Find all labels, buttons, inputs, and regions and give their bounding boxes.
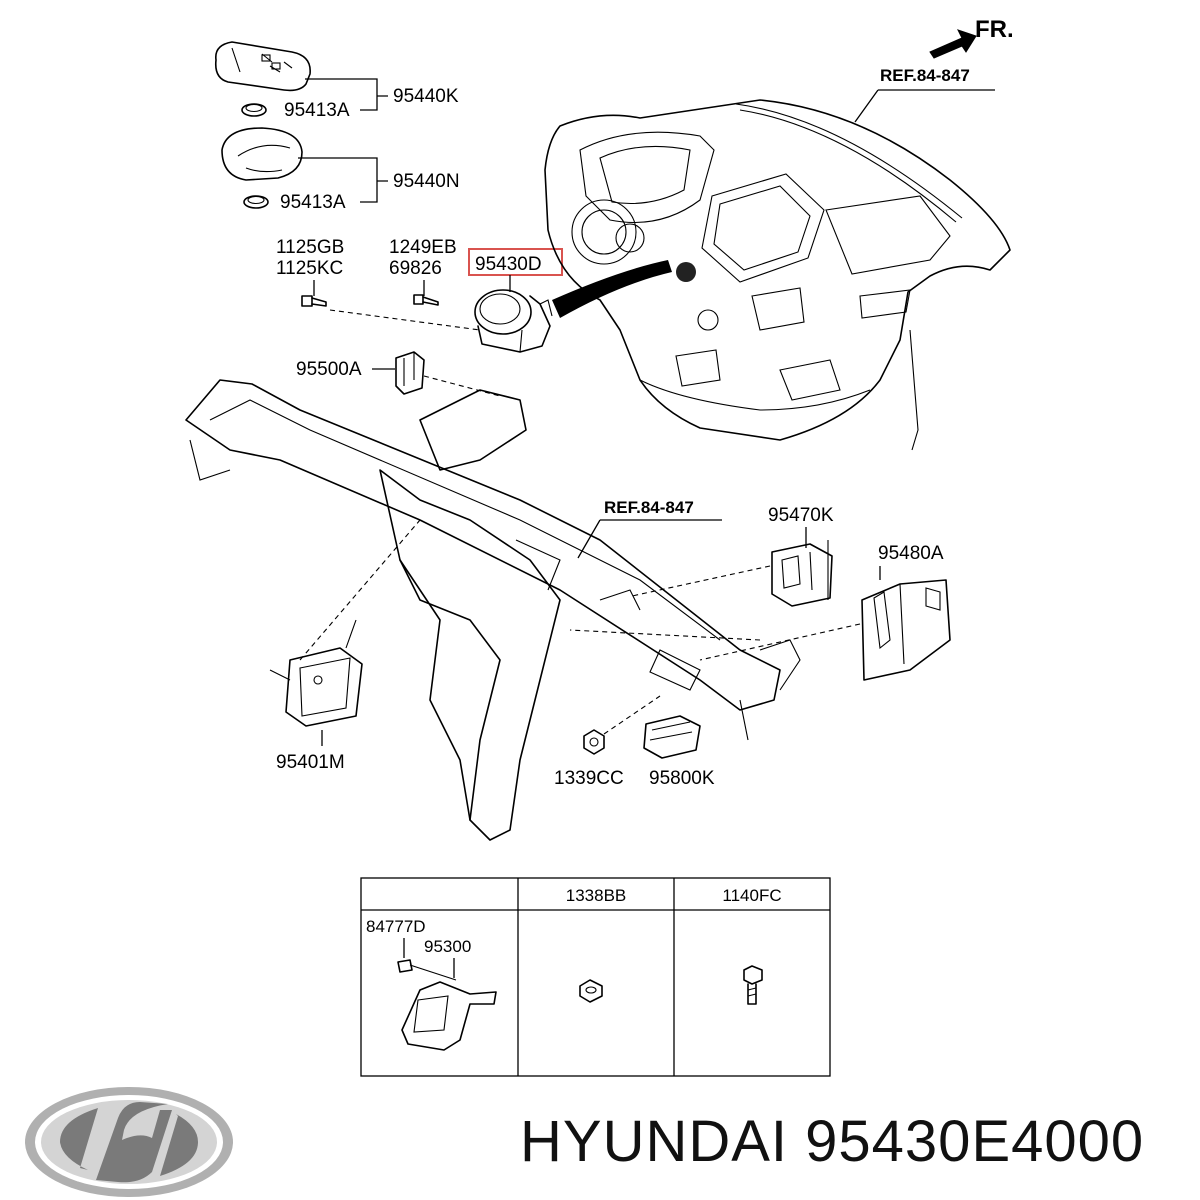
smart-key-round — [221, 127, 303, 181]
label-1125gb: 1125GB — [276, 237, 344, 258]
fr-label: FR. — [975, 16, 1014, 43]
table-header-1338bb: 1338BB — [566, 886, 627, 905]
location-pointer-arrow — [552, 260, 672, 318]
label-95800k: 95800K — [649, 768, 715, 789]
parts-table: 1338BB 1140FC 84777D 95300 — [360, 877, 831, 1077]
label-95413a-1: 95413A — [284, 100, 350, 121]
battery-coin-1 — [241, 103, 267, 117]
label-95401m: 95401M — [276, 752, 345, 773]
front-direction-arrow: FR. — [929, 16, 1014, 59]
start-stop-button-switch — [474, 289, 553, 353]
label-95430d: 95430D — [475, 254, 542, 275]
immobilizer-antenna-95500a — [395, 351, 425, 395]
smart-key-fob — [214, 41, 311, 92]
bolt-1125 — [301, 295, 327, 307]
module-95800k — [643, 715, 701, 759]
table-leaders — [403, 938, 455, 978]
cowl-crossmember-frame — [185, 379, 801, 841]
dashboard-assembly — [544, 99, 1011, 451]
label-1125kc: 1125KC — [276, 258, 343, 279]
leader-95440n — [298, 157, 388, 203]
label-95470k: 95470K — [768, 505, 834, 526]
table-header-1140fc: 1140FC — [722, 886, 781, 905]
label-95440k: 95440K — [393, 86, 459, 107]
dashed-alignment-95470k — [631, 565, 771, 597]
ref-leader-top — [854, 89, 995, 123]
label-1339cc: 1339CC — [554, 768, 624, 789]
dashed-alignment-95480a — [569, 623, 861, 661]
caption-part-number: 95430E4000 — [805, 1109, 1145, 1174]
label-84777d: 84777D — [366, 917, 426, 936]
highlight-box-95430d — [468, 248, 563, 276]
label-95413a-2: 95413A — [280, 192, 346, 213]
ref-leader-mid — [577, 519, 722, 559]
dashed-alignment-95500a — [423, 375, 501, 397]
leader-95440k — [305, 78, 388, 111]
hyundai-logo — [25, 1087, 233, 1197]
module-95470k — [771, 540, 833, 607]
caption-brand: HYUNDAI — [520, 1109, 789, 1174]
label-95480a: 95480A — [878, 543, 944, 564]
module-95480a — [861, 579, 951, 681]
module-95401m — [269, 519, 421, 727]
label-95440n: 95440N — [393, 171, 460, 192]
bolt-1249eb — [413, 294, 439, 306]
caption: HYUNDAI 95430E4000 — [520, 1108, 1144, 1175]
label-95500a: 95500A — [296, 359, 362, 380]
bolt-1140fc — [743, 965, 763, 1005]
nut-1338bb — [579, 979, 603, 1003]
battery-coin-2 — [243, 195, 269, 209]
nut-1339cc — [583, 729, 605, 755]
label-95300: 95300 — [424, 937, 471, 956]
bracket-95300 — [397, 959, 497, 1051]
dashed-alignment-bolt — [329, 309, 481, 331]
dashed-alignment-1339cc — [603, 695, 661, 735]
ref-label-mid: REF.84-847 — [604, 498, 694, 517]
label-69826: 69826 — [389, 258, 442, 279]
label-1249eb: 1249EB — [389, 237, 457, 258]
ref-label-top: REF.84-847 — [880, 66, 970, 85]
